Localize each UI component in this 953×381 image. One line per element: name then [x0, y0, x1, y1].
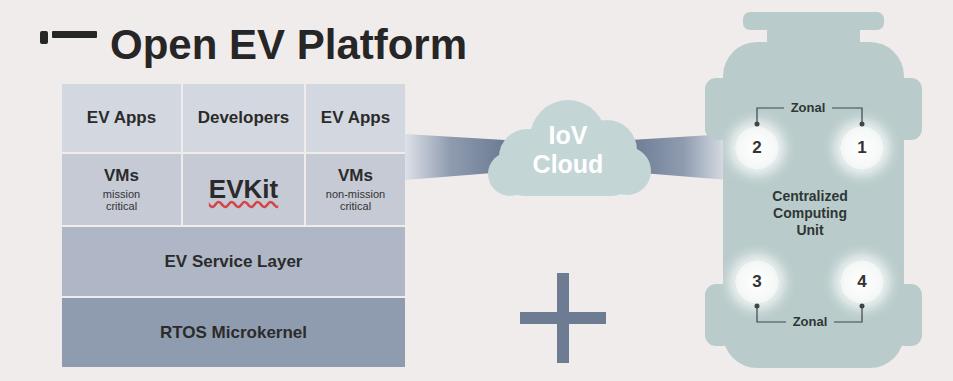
zone-label: Zonal — [791, 314, 830, 330]
box-label: EV Apps — [87, 108, 156, 128]
zone-circle: 1 — [840, 126, 884, 170]
vm-layer-box: VMsnon-mission critical — [306, 154, 405, 225]
app-layer-box: Developers — [183, 84, 304, 152]
plus-sign — [520, 273, 606, 363]
box-label: RTOS Microkernel — [160, 323, 307, 343]
app-layer-box: EV Apps — [306, 84, 405, 152]
box-label: Centralized Computing Unit — [760, 188, 860, 238]
box-label: Developers — [198, 108, 290, 128]
cloud-fill — [488, 100, 651, 196]
box-subtitle: mission critical — [92, 188, 152, 213]
box-label: EV Apps — [321, 108, 390, 128]
title-icon — [40, 31, 97, 44]
service-layer-box: EV Service Layer — [62, 227, 405, 296]
callout-number: 1 — [857, 138, 866, 158]
kernel-layer-box: RTOS Microkernel — [62, 298, 405, 367]
icon-part — [40, 31, 48, 44]
zone-label: Zonal — [789, 100, 828, 116]
icon-part — [52, 31, 97, 38]
car-part — [723, 42, 904, 368]
box-label: EV Service Layer — [165, 252, 303, 272]
zone-circle: 3 — [735, 260, 779, 304]
box-subtitle: non-mission critical — [320, 188, 392, 213]
zone-circle: 2 — [735, 126, 779, 170]
callout-number: 3 — [752, 272, 761, 292]
diagram-title: Open EV Platform — [110, 24, 467, 66]
car-part — [705, 284, 733, 346]
car-part — [894, 78, 922, 140]
callout-number: 4 — [857, 272, 866, 292]
callout-number: 2 — [752, 138, 761, 158]
cloud-part — [603, 147, 651, 195]
vm-layer-box: VMsmission critical — [62, 154, 181, 225]
plus-bar — [520, 312, 606, 324]
app-layer-box: EV Apps — [62, 84, 181, 152]
box-label: VMs — [104, 166, 139, 186]
car-part — [894, 284, 922, 346]
box-label: IoV Cloud — [521, 121, 616, 179]
car-body — [705, 12, 922, 368]
vm-layer-box: EVKit — [183, 154, 304, 225]
car-part — [705, 78, 733, 140]
cloud-shape: IoV Cloud — [482, 95, 654, 205]
zone-circle: 4 — [840, 260, 884, 304]
cloud-part — [488, 152, 532, 196]
box-label: VMs — [338, 166, 373, 186]
box-label: EVKit — [209, 175, 278, 205]
